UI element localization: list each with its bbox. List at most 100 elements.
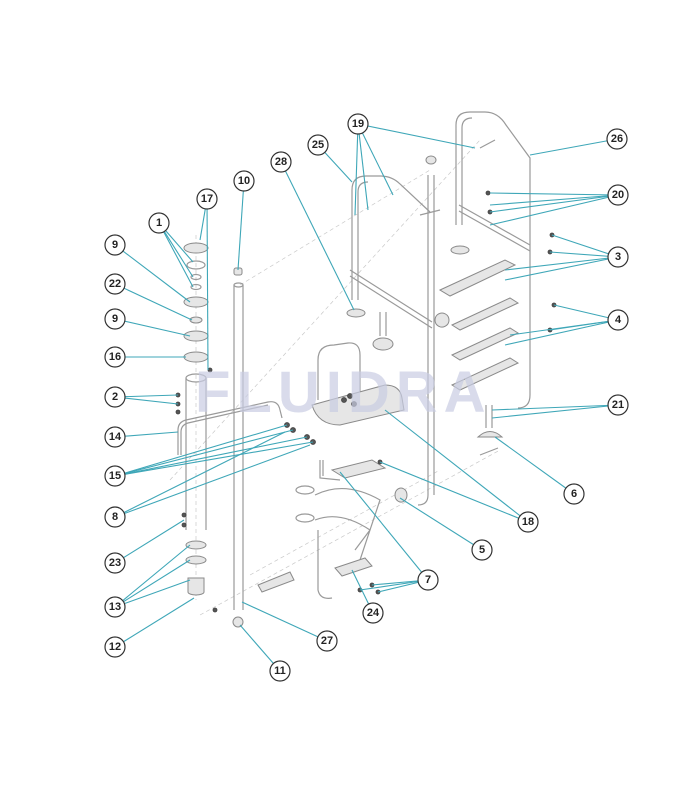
parts-drawing <box>169 111 557 628</box>
callout-27: 27 <box>316 630 338 652</box>
callout-9: 9 <box>104 308 126 330</box>
callout-number: 20 <box>612 189 624 201</box>
leader-line-4 <box>553 304 619 321</box>
callout-number: 4 <box>615 314 622 326</box>
callout-number: 12 <box>109 641 121 653</box>
callout-number: 3 <box>615 251 621 263</box>
leader-line-1 <box>158 222 194 288</box>
callout-10: 10 <box>233 170 255 192</box>
callout-28: 28 <box>270 151 292 173</box>
leader-line-20 <box>489 194 619 206</box>
callout-circle <box>269 660 291 682</box>
callout-number: 21 <box>612 399 624 411</box>
callout-circle <box>607 184 629 206</box>
callout-circle <box>517 511 539 533</box>
callout-circle <box>104 465 126 487</box>
callout-circle <box>233 170 255 192</box>
callout-number: 13 <box>109 601 121 613</box>
callout-circle <box>606 128 628 150</box>
callout-number: 16 <box>109 351 121 363</box>
leader-line-19 <box>354 123 359 216</box>
callout-4: 4 <box>607 309 629 331</box>
callout-circle <box>607 394 629 416</box>
callout-number: 17 <box>201 193 213 205</box>
leader-line-22 <box>114 283 193 321</box>
leader-line-7 <box>359 579 429 591</box>
callout-3: 3 <box>607 246 629 268</box>
leader-line-20 <box>489 194 619 213</box>
callout-24: 24 <box>362 602 384 624</box>
callout-number: 1 <box>156 217 162 229</box>
callout-labels: 2619252810171922916214158231312112724751… <box>104 113 629 682</box>
callout-number: 7 <box>425 574 431 586</box>
callout-circle <box>104 386 126 408</box>
leader-line-26 <box>529 138 618 156</box>
leader-line-13 <box>114 559 191 608</box>
leader-line-27 <box>241 601 328 642</box>
leader-line-4 <box>504 319 619 346</box>
callout-number: 19 <box>352 118 364 130</box>
leader-line-13 <box>114 579 191 608</box>
callout-circle <box>563 483 585 505</box>
leader-line-23 <box>114 519 185 564</box>
callout-circle <box>196 188 218 210</box>
leader-lines <box>114 123 619 672</box>
callout-number: 2 <box>112 391 118 403</box>
callout-17: 17 <box>196 188 218 210</box>
callout-circle <box>104 426 126 448</box>
leader-line-9 <box>114 318 191 337</box>
callout-circle <box>104 346 126 368</box>
leader-line-3 <box>549 251 619 258</box>
callout-number: 6 <box>571 488 577 500</box>
callout-23: 23 <box>104 552 126 574</box>
callout-5: 5 <box>471 539 493 561</box>
callout-circle <box>104 273 126 295</box>
leader-line-13 <box>114 544 191 608</box>
callout-number: 28 <box>275 156 287 168</box>
callout-number: 5 <box>479 544 485 556</box>
leader-line-7 <box>339 471 429 581</box>
callout-circle <box>104 234 126 256</box>
callout-20: 20 <box>607 184 629 206</box>
leader-line-3 <box>551 234 619 258</box>
leader-line-15 <box>114 441 314 477</box>
callout-number: 14 <box>109 431 122 443</box>
callout-22: 22 <box>104 273 126 295</box>
callout-circle <box>417 569 439 591</box>
leader-line-20 <box>489 192 619 196</box>
callout-circle <box>347 113 369 135</box>
leader-line-4 <box>549 319 619 331</box>
callout-26: 26 <box>606 128 628 150</box>
leader-line-5 <box>399 497 483 551</box>
callout-7: 7 <box>417 569 439 591</box>
callout-circle <box>307 134 329 156</box>
callout-13: 13 <box>104 596 126 618</box>
callout-circle <box>607 246 629 268</box>
callout-6: 6 <box>563 483 585 505</box>
callout-number: 9 <box>112 239 118 251</box>
leader-line-19 <box>357 123 369 211</box>
callout-12: 12 <box>104 636 126 658</box>
callout-number: 22 <box>109 278 121 290</box>
leader-line-17 <box>206 198 209 371</box>
leader-line-21 <box>491 404 619 411</box>
leader-line-6 <box>494 436 575 495</box>
leader-line-12 <box>114 597 195 648</box>
callout-number: 25 <box>312 139 324 151</box>
callout-circle <box>148 212 170 234</box>
leader-line-3 <box>504 256 619 271</box>
leader-line-21 <box>491 404 619 419</box>
callout-19: 19 <box>347 113 369 135</box>
callout-18: 18 <box>517 511 539 533</box>
callout-14: 14 <box>104 426 126 448</box>
leader-line-18 <box>384 409 529 523</box>
callout-circle <box>471 539 493 561</box>
callout-number: 23 <box>109 557 121 569</box>
callout-circle <box>270 151 292 173</box>
callout-circle <box>607 309 629 331</box>
leader-line-10 <box>237 180 245 271</box>
leader-line-9 <box>114 244 191 303</box>
callout-15: 15 <box>104 465 126 487</box>
callout-circle <box>104 552 126 574</box>
